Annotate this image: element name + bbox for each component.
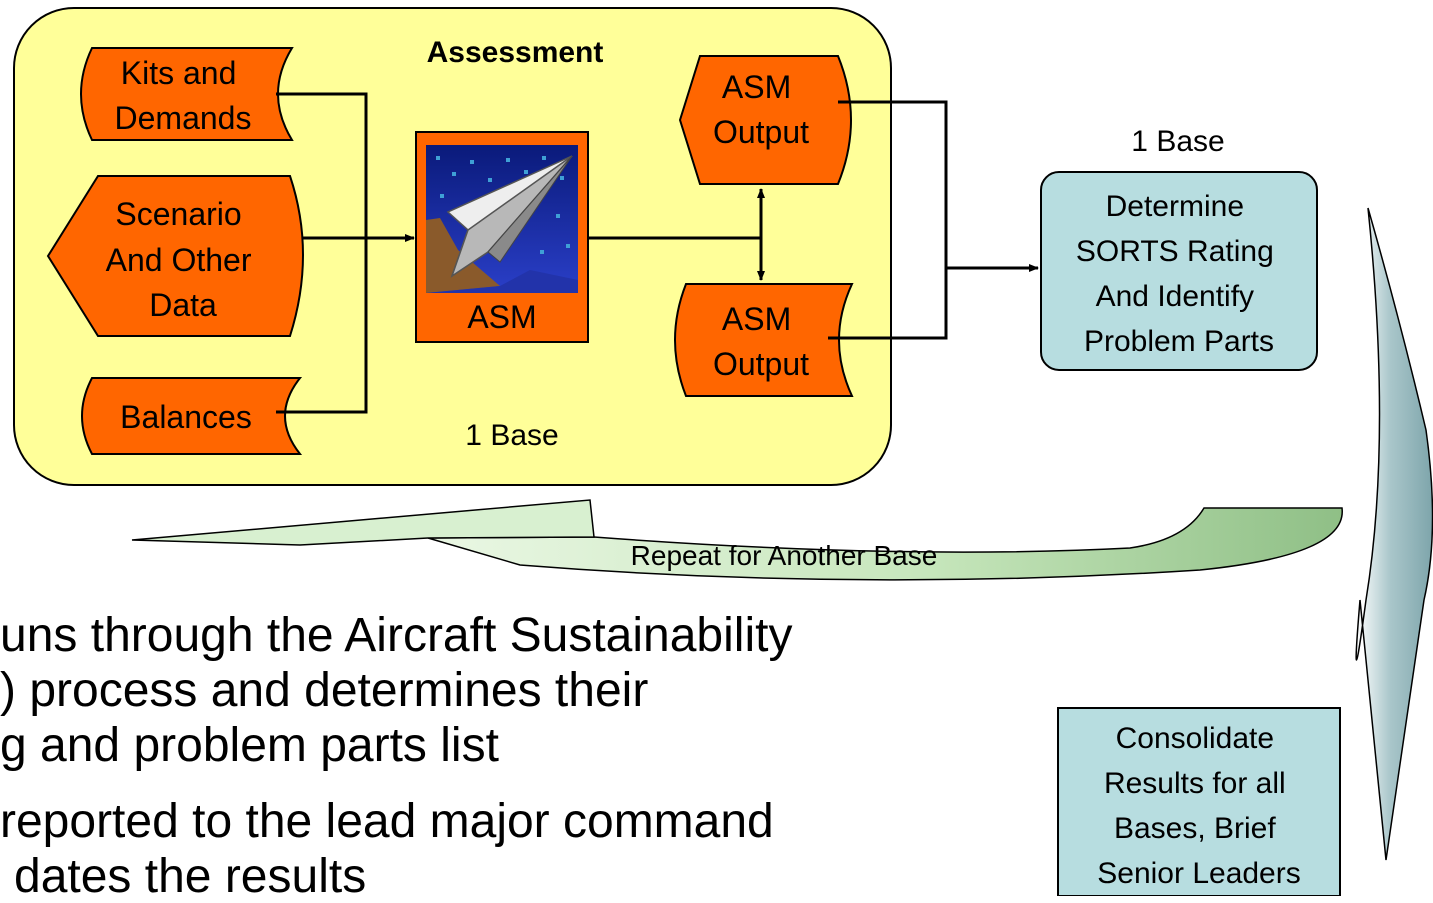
down-arrow — [1355, 207, 1433, 861]
svg-text:ASM Output: ASM Output — [713, 301, 809, 382]
repeat-label: Repeat for Another Base — [631, 540, 938, 571]
body-text-line-4: reported to the lead major command — [0, 795, 774, 848]
base-label-inner: 1 Base — [465, 419, 558, 452]
svg-text:Consolidate Results for: Consolidate Results for all Bases, Brief… — [1097, 722, 1300, 890]
determine-sorts-box: Determine SORTS Rating And Identify Prob… — [1040, 171, 1318, 371]
asm-output-connectors — [588, 188, 765, 281]
body-text-line-3: g and problem parts list — [0, 719, 499, 772]
consolidate-box: Consolidate Results for all Bases, Brief… — [1057, 707, 1341, 896]
asm-app-icon — [426, 145, 578, 293]
asm-model-box: ASM — [415, 131, 589, 343]
svg-text:Balances: Balances — [120, 399, 252, 435]
svg-text:Kits and Demands: Kits and Demands — [115, 55, 252, 136]
body-text-line-5: dates the results — [14, 850, 367, 903]
input-balances: Balances — [81, 377, 303, 455]
input-scenario-data: Scenario And Other Data — [46, 175, 304, 337]
svg-text:ASM Output: ASM Output — [713, 69, 809, 150]
asm-label: ASM — [467, 299, 536, 335]
body-text-line-1: uns through the Aircraft Sustainability — [0, 609, 793, 662]
input-connectors — [276, 92, 415, 414]
svg-text:Scenario And Other: Scenario And Other Data — [106, 196, 261, 323]
asm-output-stored: ASM Output — [674, 283, 854, 397]
svg-text:Determine SORTS Rating: Determine SORTS Rating And Identify Prob… — [1076, 190, 1282, 358]
repeat-arrow — [131, 499, 1343, 581]
determine-connectors — [828, 100, 1039, 340]
input-kits-and-demands: Kits and Demands — [80, 47, 294, 141]
body-text-line-2: ) process and determines their — [0, 664, 649, 717]
asm-output-display: ASM Output — [678, 55, 852, 185]
assessment-title: Assessment — [427, 36, 604, 69]
base-label-outer: 1 Base — [1131, 125, 1224, 158]
